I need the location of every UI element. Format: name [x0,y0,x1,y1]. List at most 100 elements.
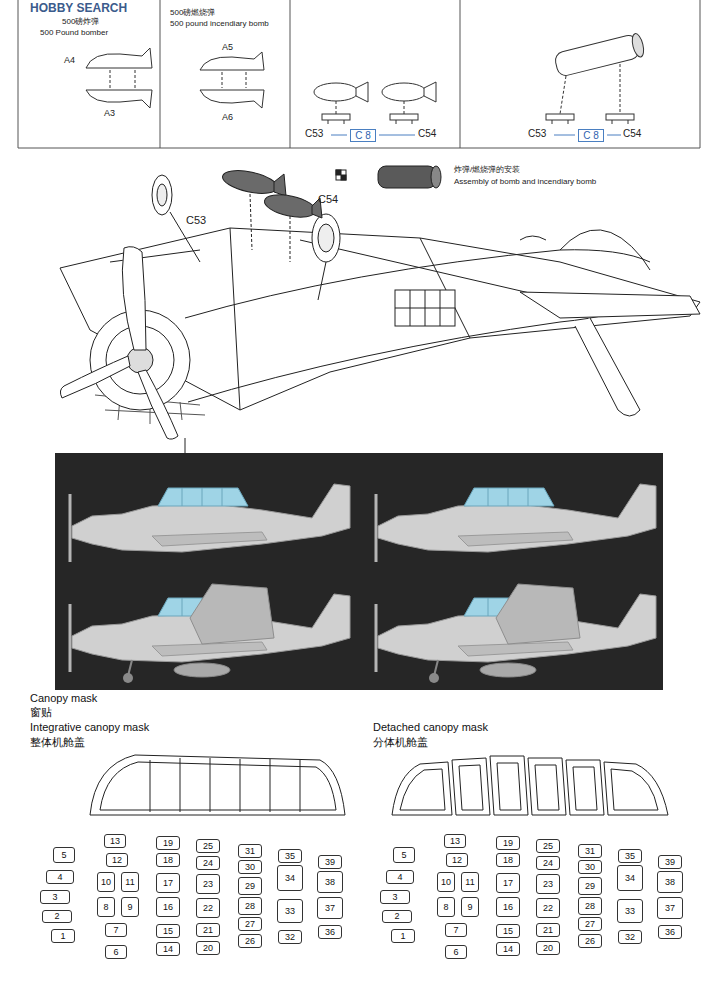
mask-number-cell: 26 [578,934,602,948]
mask-number: 24 [203,859,213,868]
mask-number: 39 [325,858,335,867]
panel-title: 500磅炸弹 [62,17,99,26]
mask-number-cell: 39 [318,855,342,869]
mask-number-cell: 14 [156,942,180,956]
color-preview-panel-part [70,484,350,562]
mask-number-cell: 9 [121,897,139,917]
mask-number: 22 [543,904,553,913]
mask-number-cell: 31 [238,844,262,858]
mask-number-cell: 3 [380,890,410,904]
bomb-mount-assembly-part [396,120,397,124]
canopy-outline [90,755,345,815]
bomb-halves-part [222,72,223,88]
mask-number: 18 [163,856,173,865]
incendiary-mount-assembly-part [606,114,634,120]
mask-number: 6 [113,948,118,957]
mask-number-cell: 31 [578,844,602,858]
mask-number: 9 [127,903,132,912]
mask-number: 11 [125,878,134,887]
mask-number-cell: 30 [578,860,602,874]
mask-type-title: Detached canopy mask [373,721,488,734]
mask-number-cell: 12 [446,853,468,867]
mask-number-cell: 16 [156,897,180,917]
mask-number: 30 [245,863,255,872]
mask-number-cell: 23 [536,874,560,894]
mask-number: 25 [203,842,213,851]
incendiary-mount-assembly-part [554,32,646,77]
mask-number: 3 [52,893,57,902]
mask-number-cell: 16 [496,897,520,917]
aircraft-underside-drawing-part [312,214,340,262]
mask-number: 31 [245,847,255,856]
bomb-mount-assembly-part [404,101,405,114]
incendiary-mount-assembly-part [628,120,629,124]
mask-number-cell: 25 [536,839,560,853]
mask-number: 11 [465,878,474,887]
watermark: HOBBY SEARCH [30,2,127,16]
mask-number-cell: 7 [445,923,467,937]
mask-number: 23 [203,880,213,889]
aircraft-underside-drawing-part [250,194,252,250]
mask-number-cell: 33 [617,899,643,923]
mask-number: 2 [394,912,399,921]
mask-number: 6 [453,948,458,957]
mask-number: 34 [285,874,295,883]
bomb-mount-assembly-part [356,82,368,102]
mask-number-cell: 32 [278,930,302,944]
incendiary-mount-assembly [546,32,646,124]
mask-number-cell: 21 [196,923,220,937]
mask-number: 20 [543,944,553,953]
canopy-outline-part [180,758,181,812]
bomb-halves-part [200,90,264,108]
aircraft-underside-drawing-part [318,224,334,252]
mask-number: 29 [245,882,255,891]
mask-number-cell: 10 [437,872,455,892]
mask-number: 5 [401,851,406,860]
part-number: C54 [418,128,436,140]
bomb-halves-part [110,70,111,88]
mask-number-cell: 21 [536,923,560,937]
aircraft-underside-drawing-part [395,308,455,309]
part-number: C 8 [355,131,371,141]
aircraft-underside-drawing-part [122,247,146,350]
mask-number: 15 [163,927,173,936]
mask-number-cell: 15 [496,924,520,938]
bomb-mount-assembly-part [412,120,413,124]
mask-number: 1 [60,932,65,941]
panel-title: 500 pound incendiary bomb [170,19,269,28]
panel-frames [18,0,700,148]
mask-number: 21 [543,926,553,935]
part-number: C53 [528,128,546,140]
part-number: A3 [104,108,115,118]
mask-number-cell: 35 [278,849,302,863]
mask-number-cell: 28 [238,897,262,915]
incendiary-mount-assembly-part [560,76,566,114]
mask-number-cell: 20 [536,941,560,955]
canopy-outline-part [270,759,271,812]
mask-number: 10 [441,878,451,887]
bomb-mount-assembly-part [424,82,436,102]
mask-number-cell: 38 [657,871,683,893]
bomb-mount-assembly-part [344,120,345,124]
aircraft-underside-drawing [60,166,700,455]
aircraft-underside-drawing-part [290,216,291,262]
assembly-icons-part [336,170,346,180]
aircraft-underside-drawing-part [575,318,640,416]
bomb-mount-assembly-part [314,83,358,101]
mask-number: 14 [163,945,173,954]
mask-number: 32 [625,933,635,942]
mask-number: 13 [110,837,120,846]
mask-number: 12 [112,856,122,865]
canopy-outline-segmented [392,756,668,815]
aircraft-underside-drawing-part-part [180,402,182,420]
mask-number-cell: 18 [156,853,180,867]
mask-number: 14 [503,945,513,954]
assembly-icons-part [336,170,341,175]
mask-number: 39 [665,858,675,867]
bomb-halves-part [200,52,264,70]
part-number: C54 [318,193,338,206]
mask-number: 28 [245,902,255,911]
mask-number-cell: 4 [386,870,414,884]
mask-type-title: 整体机舱盖 [30,736,85,749]
mask-number-cell: 7 [105,923,127,937]
